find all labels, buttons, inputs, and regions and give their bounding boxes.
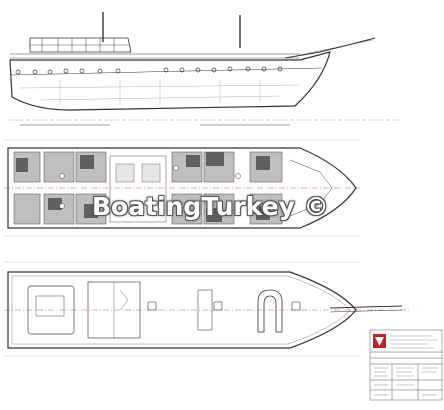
beds <box>16 152 270 222</box>
deck-plan-view <box>4 139 360 237</box>
top-deck-view <box>4 261 410 357</box>
top-bowsprit <box>329 305 403 309</box>
watermark: BoatingTurkey © <box>92 192 329 221</box>
side-hull <box>9 51 331 111</box>
sheer-line <box>9 67 323 76</box>
bowsprit <box>284 37 376 59</box>
portholes <box>15 66 283 75</box>
bow-seating <box>257 289 283 333</box>
title-block <box>369 329 443 401</box>
side-profile-view <box>8 12 400 126</box>
wheelhouse <box>29 37 132 53</box>
fore-hatch <box>197 289 213 331</box>
toilets <box>59 165 241 209</box>
logo-icon <box>373 334 386 348</box>
